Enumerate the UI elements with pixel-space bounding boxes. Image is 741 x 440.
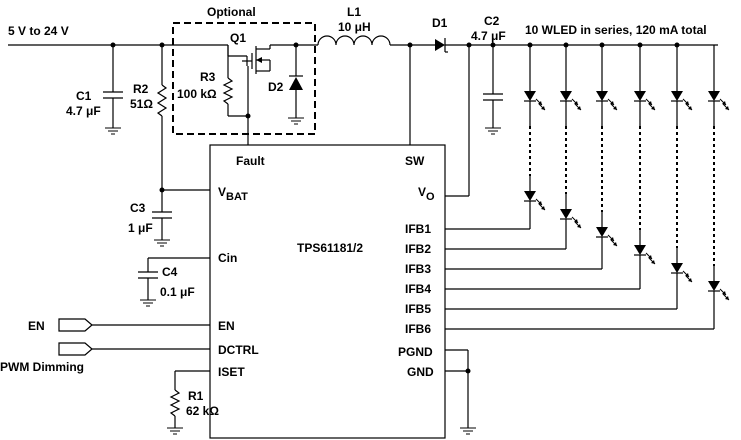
led-string-5: [445, 45, 693, 310]
led-icon: [595, 226, 618, 247]
led-icon: [707, 280, 730, 301]
c3-name: C3: [130, 201, 146, 215]
led-icon: [559, 208, 582, 229]
pin-ifb4: IFB4: [405, 282, 431, 296]
c4-name: C4: [162, 265, 178, 279]
pin-fault: Fault: [236, 154, 265, 168]
output-rail: [445, 42, 718, 197]
resistor-r1: [166, 370, 210, 435]
diode-d2: [287, 45, 305, 125]
c3-value: 1 μF: [128, 221, 153, 235]
pin-ifb3: IFB3: [405, 262, 431, 276]
capacitor-c4: [138, 257, 210, 307]
en-input-label: EN: [28, 319, 45, 333]
r3-value: 100 kΩ: [177, 87, 217, 101]
led-icon: [559, 90, 582, 111]
c4-value: 0.1 μF: [160, 285, 195, 299]
l1-value: 10 μH: [338, 20, 371, 34]
pin-en: EN: [218, 319, 235, 333]
led-icon: [633, 90, 656, 111]
pin-ifb2: IFB2: [405, 242, 431, 256]
resistor-r3: [222, 45, 251, 145]
led-icon: [595, 90, 618, 111]
led-string-3: [445, 45, 618, 270]
led-string-6: [445, 45, 730, 330]
led-icon: [670, 90, 693, 111]
led-icon: [633, 244, 656, 265]
r1-value: 62 kΩ: [186, 404, 219, 418]
optional-label: Optional: [207, 5, 256, 19]
q1-name: Q1: [230, 31, 246, 45]
ground-net: [445, 349, 477, 435]
ic-tps61181: [209, 144, 446, 439]
capacitor-c2: [483, 45, 503, 135]
pwm-input-label: PWM Dimming: [0, 360, 84, 374]
pin-iset: ISET: [218, 365, 245, 379]
r2-name: R2: [133, 82, 149, 96]
led-icon: [670, 262, 693, 283]
input-rail: [8, 42, 228, 48]
pin-ifb5: IFB5: [405, 302, 431, 316]
capacitor-c1: [103, 45, 123, 135]
inductor-l1: [317, 35, 435, 48]
capacitor-c3: [152, 190, 172, 247]
pin-sw: SW: [405, 154, 425, 168]
supply-voltage-label: 5 V to 24 V: [8, 24, 69, 38]
led-icon: [523, 190, 546, 211]
l1-name: L1: [347, 5, 361, 19]
ic-name: TPS61181/2: [297, 241, 363, 255]
r1-name: R1: [188, 389, 204, 403]
c1-name: C1: [76, 89, 92, 103]
en-input: [58, 318, 210, 332]
pin-vbat: VBAT: [218, 185, 248, 203]
pin-vo: VO: [418, 185, 435, 203]
led-strings: [445, 45, 730, 330]
pin-gnd: GND: [407, 365, 434, 379]
pin-ifb6: IFB6: [405, 322, 431, 336]
pin-vbat-sub: BAT: [226, 191, 248, 203]
led-icon: [523, 90, 546, 111]
pin-ifb1: IFB1: [405, 222, 431, 236]
d2-name: D2: [268, 80, 284, 94]
pin-vo-sub: O: [426, 191, 435, 203]
resistor-r2: [156, 45, 210, 193]
led-string-4: [445, 45, 656, 290]
r2-value: 51Ω: [130, 97, 153, 111]
d1-name: D1: [432, 16, 448, 30]
pin-pgnd: PGND: [398, 345, 433, 359]
pin-cin: Cin: [218, 251, 237, 265]
led-icon: [707, 90, 730, 111]
pin-vbat-main: V: [218, 185, 226, 199]
pin-dctrl: DCTRL: [218, 343, 259, 357]
optional-section-box: [172, 22, 316, 135]
led-string-1: [445, 45, 546, 230]
led-string-2: [445, 45, 582, 250]
r3-name: R3: [200, 70, 216, 84]
led-array-label: 10 WLED in series, 120 mA total: [525, 23, 707, 37]
c2-value: 4.7 μF: [471, 29, 506, 43]
mosfet-q1: [227, 44, 318, 74]
pwm-input: [58, 342, 210, 356]
pin-vo-main: V: [418, 185, 426, 199]
c2-name: C2: [484, 14, 500, 28]
c1-value: 4.7 μF: [66, 104, 101, 118]
